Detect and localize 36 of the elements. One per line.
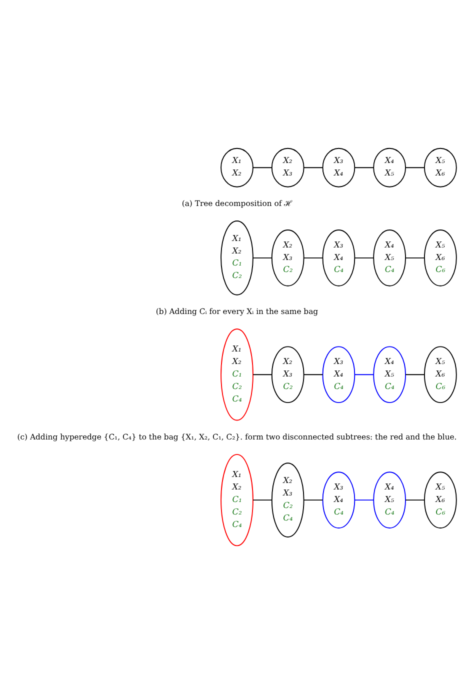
node-ellipse: X₅ X₆	[424, 148, 457, 188]
node-ellipse: X₂ X₃	[271, 148, 304, 188]
node-ellipse: X₄ X₅ C₄	[373, 230, 406, 286]
connector	[252, 167, 272, 168]
node-ellipse: X₅ X₆ C₆	[424, 472, 457, 528]
node-ellipse: X₅ X₆ C₆	[424, 346, 457, 404]
connector	[303, 374, 324, 376]
connector	[405, 500, 425, 501]
connector	[252, 500, 272, 501]
connector	[252, 374, 272, 376]
connector	[354, 374, 374, 376]
node-ellipse: X₁ X₂ C₁ C₂ C₄	[220, 454, 254, 546]
connector	[252, 257, 272, 258]
node-ellipse: X₂ X₃ C₂	[271, 346, 304, 404]
connector	[354, 167, 374, 168]
node-ellipse: X₂ X₃ C₂	[271, 230, 304, 286]
node-ellipse: X₄ X₅	[373, 148, 406, 188]
node-ellipse: X₃ X₄ C₄	[322, 472, 356, 528]
node-ellipse: X₁ X₂	[220, 148, 254, 188]
node-ellipse: X₁ X₂ C₁ C₂ C₄	[220, 328, 254, 421]
connector	[303, 167, 324, 168]
node-ellipse: X₄ X₅ C₄	[373, 346, 406, 404]
node-ellipse: X₂ X₃ C₂ C₄	[271, 462, 304, 538]
connector	[303, 257, 324, 258]
connector	[303, 500, 324, 501]
connector	[405, 257, 425, 258]
node-ellipse: X₁ X₂ C₁ C₂	[220, 220, 254, 296]
connector	[405, 374, 425, 376]
node-ellipse: X₃ X₄ C₄	[322, 230, 356, 286]
node-ellipse: X₃ X₄	[322, 148, 356, 188]
node-ellipse: X₄ X₅ C₄	[373, 472, 406, 528]
connector	[354, 500, 374, 501]
connector	[354, 257, 374, 258]
connector	[405, 167, 425, 168]
node-ellipse: X₃ X₄ C₄	[322, 346, 356, 404]
node-ellipse: X₅ X₆ C₆	[424, 230, 457, 286]
